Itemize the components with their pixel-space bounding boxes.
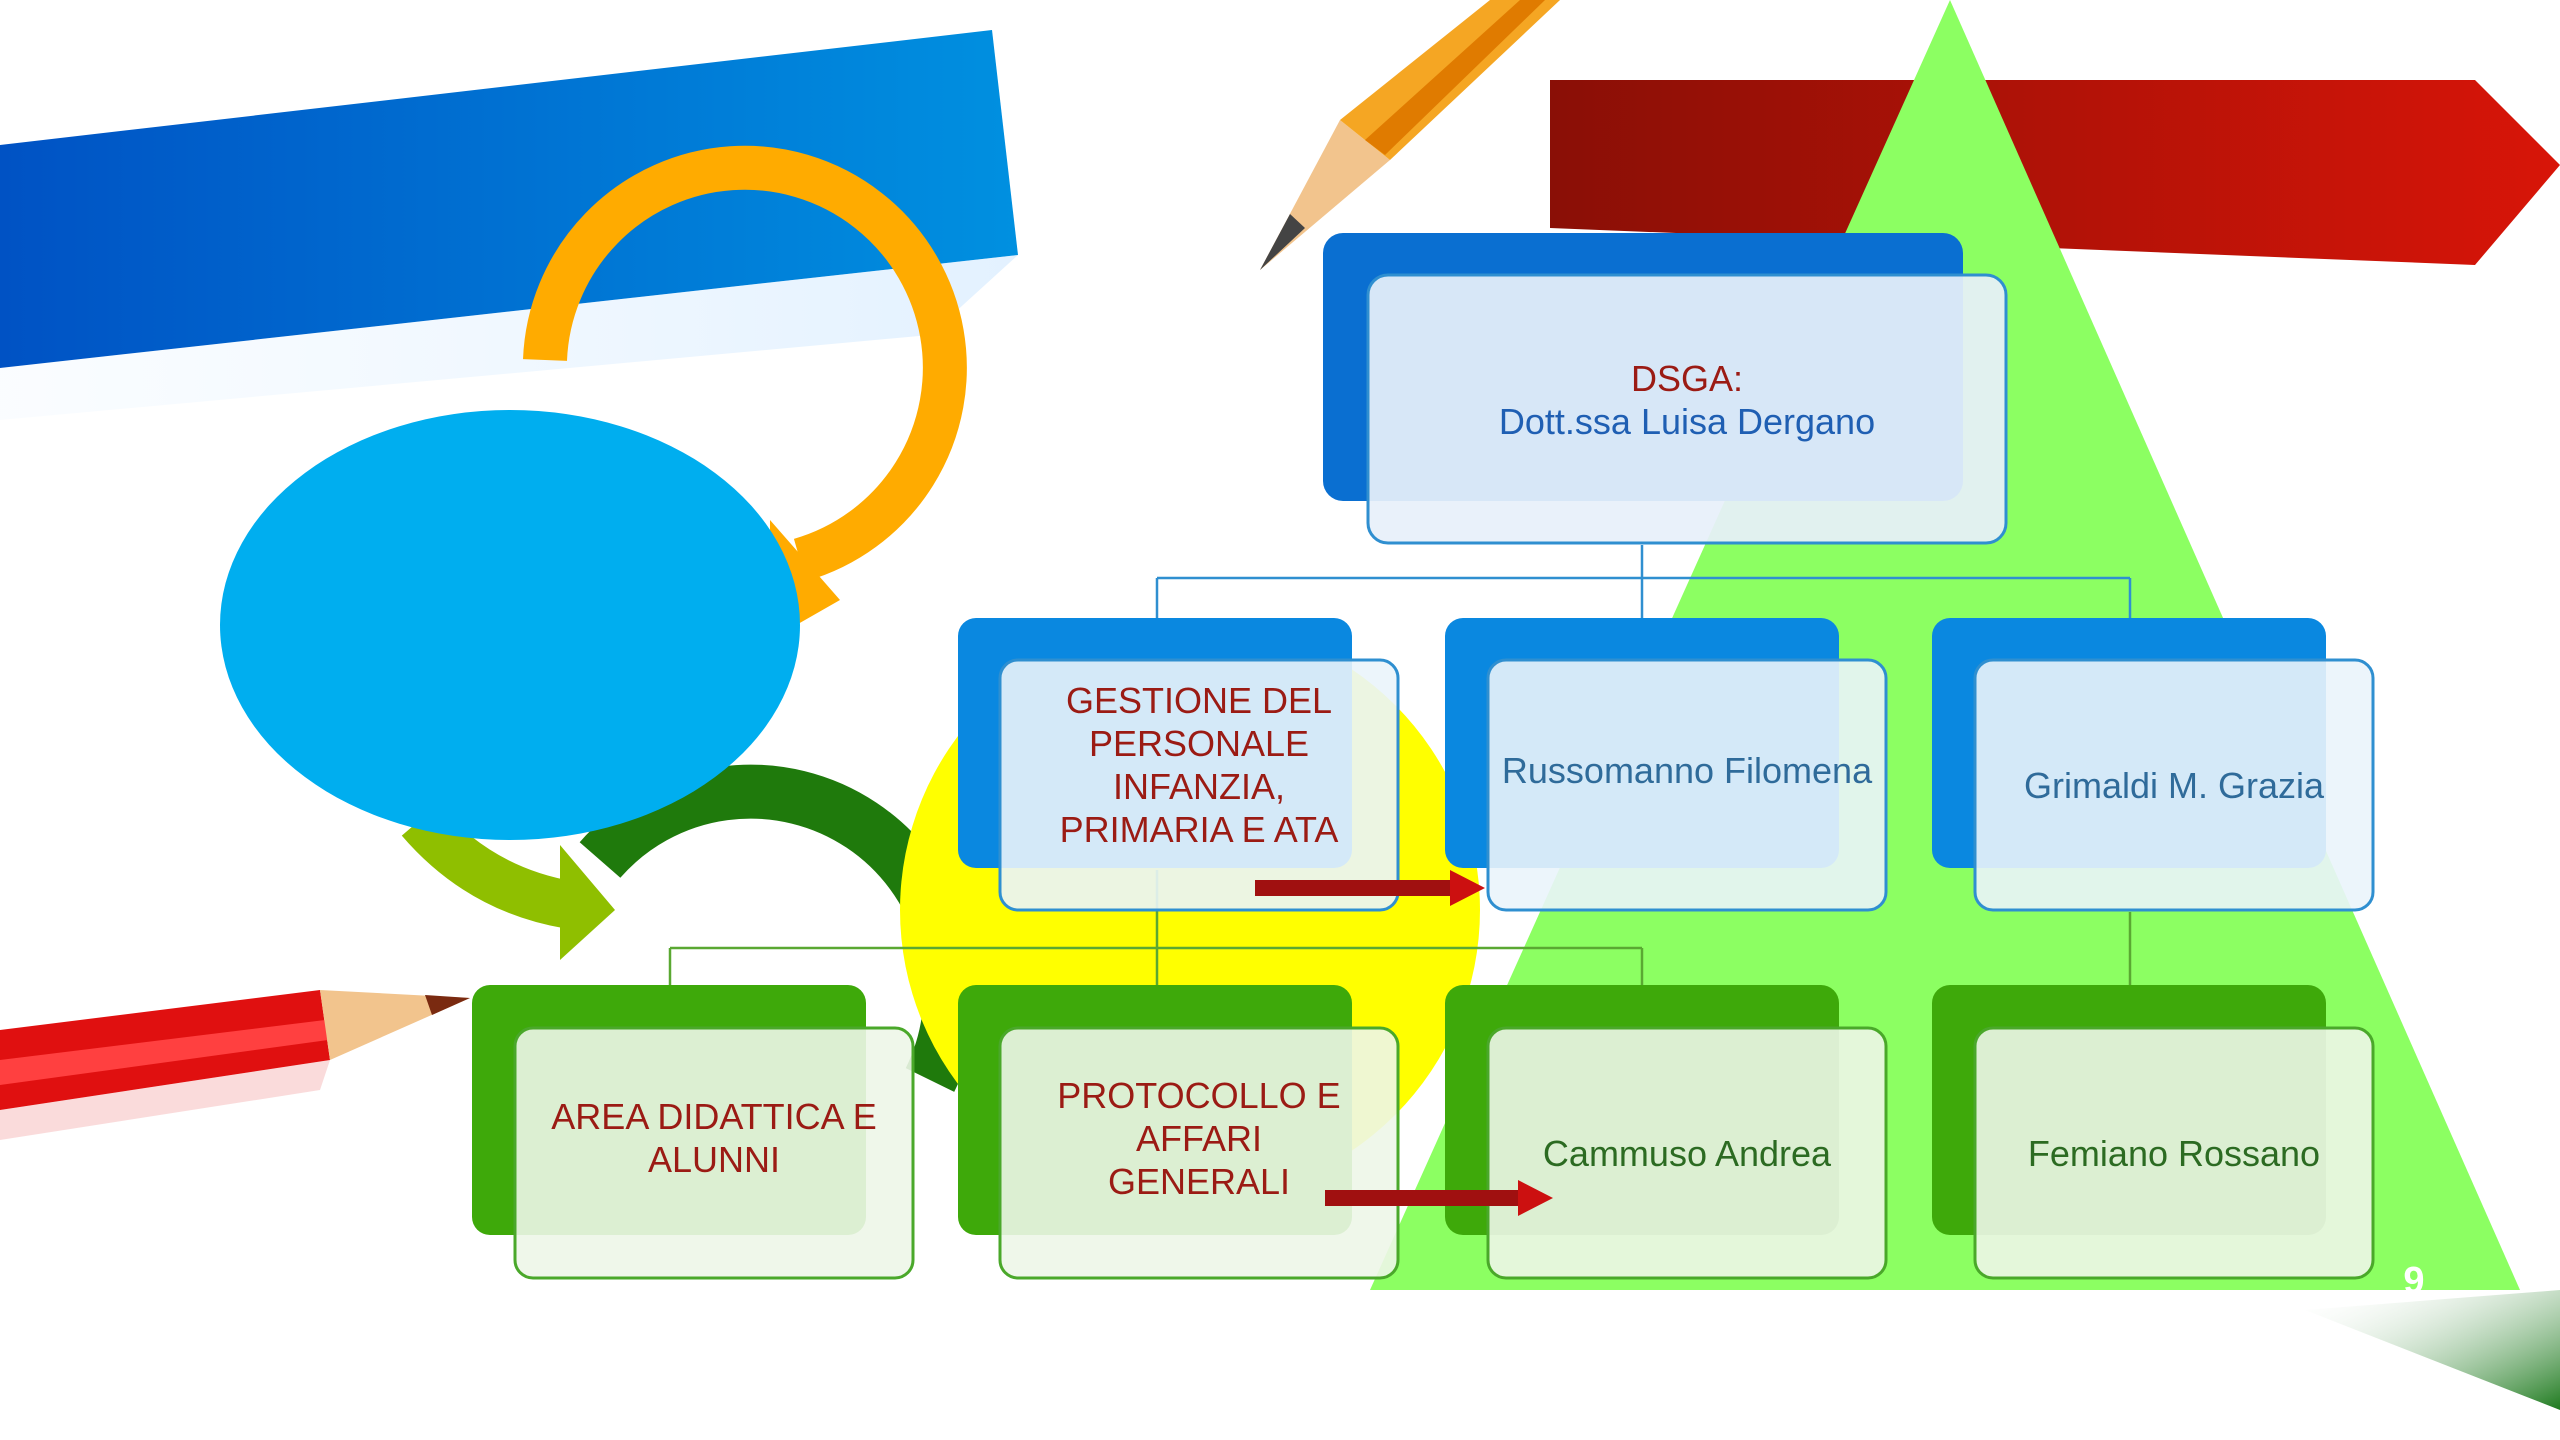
level3-box-front-1 (513, 1026, 915, 1280)
level3-box-front-4 (1973, 1026, 2375, 1280)
level2-box-front-2 (1486, 658, 1888, 912)
dsga-title: DSGA: (1630, 358, 1744, 399)
dsga-box: DSGA: Dott.ssa Luisa Dergano (1368, 275, 2006, 525)
level2-label-1: GESTIONE DEL PERSONALE INFANZIA, PRIMARI… (1059, 680, 1339, 850)
level2-label-3: Grimaldi M. Grazia (2023, 764, 2325, 806)
light-green-arrow (401, 804, 575, 929)
blue-banner-reflection (0, 255, 1018, 420)
connector-lines (1155, 545, 2132, 618)
slide-number: 9 (2403, 1260, 2425, 1302)
level2-box-front-1 (998, 658, 1400, 912)
dsga-box-front (1366, 273, 2008, 545)
orange-circular-arrow (523, 145, 967, 582)
level3-label-1: AREA DIDATTICA E ALUNNI (551, 1096, 877, 1180)
red-arrow-banner (1550, 80, 2560, 265)
level3-label-3: Cammuso Andrea (1542, 1132, 1832, 1174)
red-arrow-upper (1255, 870, 1485, 906)
level2-label-2: Russomanno Filomena (1501, 749, 1873, 791)
blue-banner (0, 30, 1018, 368)
level3-label-4: Femiano Rossano (2027, 1132, 2321, 1174)
level3-box-front-2 (998, 1026, 1400, 1280)
light-green-arrow-head (560, 845, 615, 960)
level2-box-front-3 (1973, 658, 2375, 912)
orange-pencil (1260, 0, 1560, 270)
green-corner-band (2305, 1290, 2560, 1410)
level3-label-2: PROTOCOLLO E AFFARI GENERALI (1057, 1074, 1341, 1202)
red-arrow-lower (1325, 1180, 1553, 1216)
blue-ellipse (220, 410, 800, 840)
red-pencil (0, 990, 470, 1140)
level3-box-front-3 (1486, 1026, 1888, 1280)
dsga-name: Dott.ssa Luisa Dergano (1498, 401, 1876, 442)
